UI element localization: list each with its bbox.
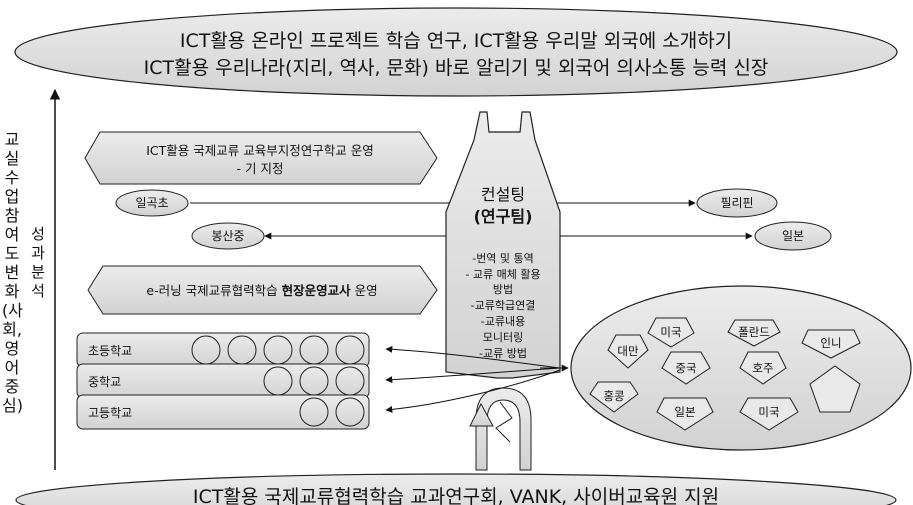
consulting-item: 모니터링 [483,331,523,344]
elearning-prefix: e-러닝 국제교류협력학습 [146,283,281,298]
consulting-item: 방법 [493,283,513,296]
country-pentagon [647,317,695,348]
consulting-item: -교류학급연결 [471,299,536,312]
elearning-text: e-러닝 국제교류협력학습 현장운영교사 운영 [146,283,377,298]
consulting-items: -번역 및 통역 - 교류 매체 활용 방법 -교류학급연결 -교류내용 모니터… [465,252,540,360]
top-banner-line2: ICT활용 우리나라(지리, 역사, 문화) 바로 알리기 및 외국어 의사소통… [144,57,769,79]
bottom-banner-shape [15,473,897,505]
country-pentagons [589,317,861,431]
research-school-line1: ICT활용 국제교류 교육부지정연구학교 운영 [146,143,373,158]
country-pentagon [739,397,799,431]
pair-from-oval-1 [115,189,189,217]
school-label: 중학교 [88,375,121,389]
elearning-box [87,265,438,315]
school-arrow-2 [385,367,561,384]
research-school-line2: - 기 지정 [237,161,284,176]
elearning-suffix: 운영 [351,283,378,298]
country-pentagon [801,329,861,359]
pair-from-label-1: 일곡초 [135,196,168,210]
school-row-high: 고등학교 [76,394,370,430]
country-label: 미국 [660,325,681,339]
country-label: 호주 [752,361,773,375]
school-row-elementary: 초등학교 [76,332,370,368]
uturn-arrow [475,387,532,471]
country-pentagon [656,397,714,431]
consulting-title-2: (연구팀) [474,207,533,226]
country-pentagon [607,334,649,369]
country-pentagon [739,351,787,385]
country-label: 홍콩 [603,389,624,403]
country-label: 폴란드 [738,325,770,339]
bottom-banner-text: ICT활용 국제교류협력학습 교과연구회, VANK, 사이버교육원 지원 [193,486,719,505]
consulting-item: -교류 방법 [479,347,527,360]
consulting-item: -번역 및 통역 [472,252,534,265]
consulting-item: -교류내용 [481,315,525,328]
research-school-box [84,131,438,185]
top-banner-shape [14,7,898,97]
left-inner-vertical-label: 성과분석 [31,225,45,300]
country-pentagon [589,381,639,413]
school-arrow-3 [385,369,561,413]
school-row-middle: 중학교 [76,363,370,399]
pair-to-label-2: 일본 [782,229,804,243]
school-arrow-1 [385,345,561,369]
left-outer-vertical-label: 교실 수업 참여도 변화(사회, 영어 중심) [2,130,23,415]
uturn-zigzag [495,401,513,443]
country-pentagon [661,351,711,385]
pair-to-oval-2 [754,221,832,251]
country-label: 일본 [674,405,695,419]
country-label: 미국 [758,405,779,419]
country-labels: 대만 미국 폴란드 인니 중국 호주 홍콩 일본 미국 [603,325,841,419]
pair-from-label-2: 봉산중 [211,229,244,243]
elearning-bold: 현장운영교사 [282,283,352,298]
country-label: 인니 [820,336,841,350]
school-label: 초등학교 [88,344,132,358]
consulting-item: - 교류 매체 활용 [465,267,540,281]
school-label: 고등학교 [88,406,132,420]
school-box [76,394,370,430]
school-circle [335,397,365,427]
consulting-title-1: 컨설팅 [481,185,525,204]
country-label: 대만 [617,344,639,358]
pair-from-oval-2 [191,222,265,250]
top-banner-line1: ICT활용 온라인 프로젝트 학습 연구, ICT활용 우리말 외국에 소개하기 [180,30,732,52]
consulting-funnel-shape [445,111,561,379]
country-pentagon [727,319,781,347]
pair-to-label-1: 필리핀 [720,196,753,210]
school-circle [299,397,329,427]
country-label: 중국 [675,361,696,375]
uturn-arrow-head [469,402,494,427]
pair-to-oval-1 [696,188,778,218]
country-pentagon [809,365,861,413]
